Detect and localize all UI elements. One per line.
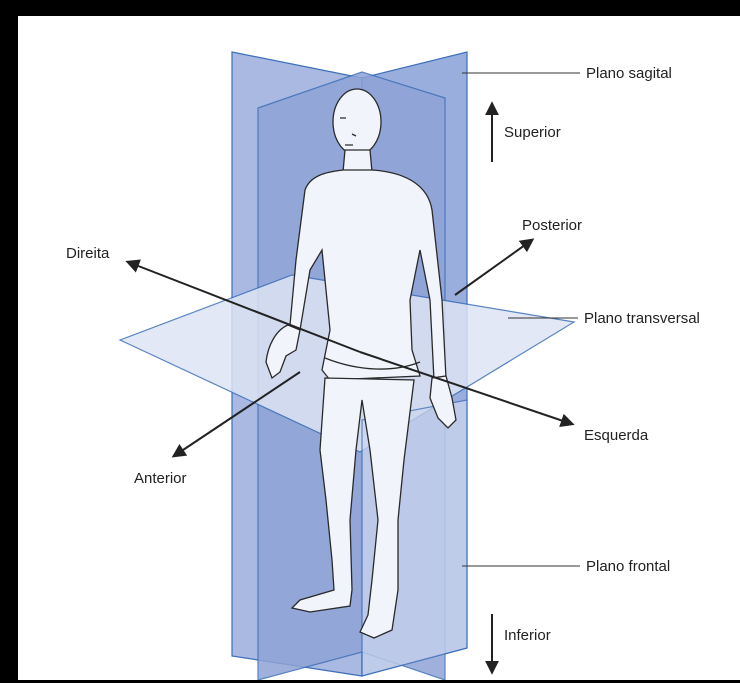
label-plano-sagital: Plano sagital	[586, 65, 672, 82]
label-posterior: Posterior	[522, 217, 582, 234]
label-superior: Superior	[504, 124, 561, 141]
label-inferior: Inferior	[504, 627, 551, 644]
diagram-canvas: Plano sagital Superior Posterior Direita…	[18, 16, 740, 680]
label-esquerda: Esquerda	[584, 427, 649, 444]
figure-head	[333, 89, 381, 155]
label-anterior: Anterior	[134, 470, 187, 487]
anatomical-planes-diagram: Plano sagital Superior Posterior Direita…	[18, 16, 740, 680]
label-plano-transversal: Plano transversal	[584, 310, 700, 327]
label-plano-frontal: Plano frontal	[586, 558, 670, 575]
figure-neck	[343, 150, 372, 172]
label-direita: Direita	[66, 245, 110, 262]
